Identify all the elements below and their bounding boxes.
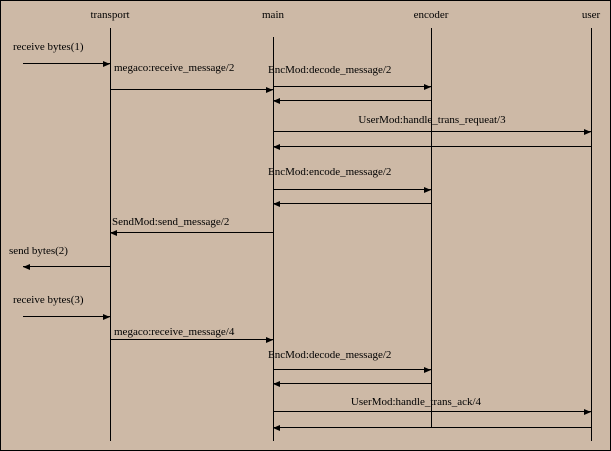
message-line-encmod-decode-message-2-a: [273, 86, 431, 87]
message-label-receive-bytes-3: receive bytes(3): [13, 294, 84, 306]
message-line-encmod-decode-return-a: [273, 100, 431, 101]
arrowhead-left-icon: [273, 424, 280, 431]
message-label-receive-bytes-1: receive bytes(1): [13, 41, 84, 53]
lifeline-bar-main: [273, 37, 274, 441]
lifeline-bar-user: [591, 28, 592, 441]
message-label-usermod-handle-trans-ack-4: UserMod:handle_trans_ack/4: [350, 396, 482, 408]
lifeline-header-main: main: [262, 9, 284, 21]
lifeline-header-encoder: encoder: [413, 9, 449, 21]
arrowhead-right-icon: [424, 186, 431, 193]
message-line-encmod-encode-message-2: [273, 189, 431, 190]
arrowhead-left-icon: [23, 263, 30, 270]
message-label-send-bytes-2: send bytes(2): [9, 245, 68, 257]
message-line-usermod-handle-trans-ack-4: [273, 411, 591, 412]
message-line-send-bytes-2: [23, 266, 110, 267]
arrowhead-right-icon: [266, 86, 273, 93]
message-line-usermod-handle-trans-request-3: [273, 131, 591, 132]
arrowhead-right-icon: [424, 83, 431, 90]
message-label-usermod-handle-trans-request-3: UserMod:handle_trans_requeat/3: [358, 114, 506, 126]
message-label-megaco-receive-message-2: megaco:receive_message/2: [114, 62, 235, 74]
arrowhead-left-icon: [273, 380, 280, 387]
message-line-encmod-decode-message-2-b: [273, 369, 431, 370]
lifeline-bar-encoder: [431, 28, 432, 427]
arrowhead-left-icon: [110, 229, 117, 236]
arrowhead-left-icon: [273, 143, 280, 150]
message-line-megaco-receive-message-4: [110, 339, 273, 340]
message-line-usermod-handle-trans-request-return: [273, 146, 591, 147]
arrowhead-right-icon: [266, 336, 273, 343]
arrowhead-left-icon: [273, 200, 280, 207]
message-label-megaco-receive-message-4: megaco:receive_message/4: [114, 326, 235, 338]
message-label-encmod-decode-message-2-a: EncMod:decode_message/2: [268, 64, 392, 76]
lifeline-header-transport: transport: [90, 9, 130, 21]
arrowhead-left-icon: [273, 97, 280, 104]
message-line-sendmod-send-message-2: [110, 232, 273, 233]
message-line-receive-bytes-3: [23, 316, 110, 317]
arrowhead-right-icon: [424, 366, 431, 373]
arrowhead-right-icon: [103, 60, 110, 67]
message-label-encmod-decode-message-2-b: EncMod:decode_message/2: [268, 349, 392, 361]
arrowhead-right-icon: [584, 128, 591, 135]
message-line-usermod-handle-trans-ack-return: [273, 427, 591, 428]
message-line-encmod-encode-return: [273, 203, 431, 204]
message-line-megaco-receive-message-2: [110, 89, 273, 90]
message-line-receive-bytes-1: [23, 63, 110, 64]
message-line-encmod-decode-return-b: [273, 383, 431, 384]
arrowhead-right-icon: [103, 313, 110, 320]
lifeline-header-user: user: [581, 9, 601, 21]
message-label-sendmod-send-message-2: SendMod:send_message/2: [112, 216, 230, 228]
message-label-encmod-encode-message-2: EncMod:encode_message/2: [268, 166, 392, 178]
arrowhead-right-icon: [584, 408, 591, 415]
